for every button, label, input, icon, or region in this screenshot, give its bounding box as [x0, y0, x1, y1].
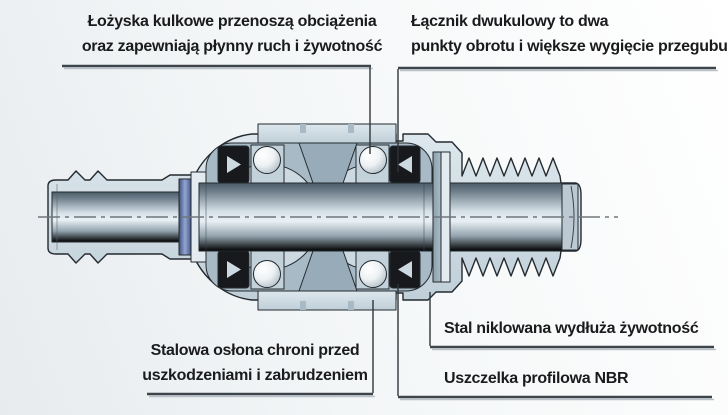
- callout-steel-shield: Stalowa osłona chroni przed uszkodzeniam…: [85, 338, 425, 388]
- callout-line-nbr-seal: [397, 284, 714, 401]
- callout-double-ball-link-line1: Łącznik dwukulowy to dwa: [411, 13, 609, 30]
- nbr-profiled-seal: [389, 250, 421, 289]
- tip-end-face-arc: [570, 185, 575, 249]
- nbr-profiled-seal: [217, 145, 250, 184]
- callout-line-ball-bearings: [62, 64, 373, 154]
- callout-ball-bearings-line1: Łożyska kulkowe przenoszą obciążenia: [87, 13, 377, 30]
- callout-nickel-steel: Stal niklowana wydłuża żywotność: [444, 320, 699, 337]
- callout-steel-shield-line2: uszkodzeniami i zabrudzeniem: [142, 367, 368, 384]
- ball-bearing: [253, 146, 387, 288]
- nbr-profiled-seal: [389, 145, 421, 184]
- callout-steel-shield-line1: Stalowa osłona chroni przed: [150, 342, 360, 359]
- link-outer-sleeve: [257, 123, 397, 311]
- callout-line-double-ball-link: [397, 66, 718, 172]
- callout-ball-bearings: Łożyska kulkowe przenoszą obciążenia ora…: [42, 9, 422, 59]
- callout-line-nickel-steel: [429, 292, 716, 351]
- callout-double-ball-link-line2: punkty obrotu i większe wygięcie przegub…: [411, 38, 728, 55]
- nbr-profiled-seal: [217, 250, 250, 289]
- callout-lines: [62, 64, 718, 401]
- callout-double-ball-link: Łącznik dwukulowy to dwa punkty obrotu i…: [411, 9, 728, 59]
- callout-nbr-seal: Uszczelka profilowa NBR: [444, 370, 629, 387]
- callout-ball-bearings-line2: oraz zapewniają płynny ruch i żywotność: [81, 38, 383, 55]
- callout-line-steel-shield: [147, 300, 375, 398]
